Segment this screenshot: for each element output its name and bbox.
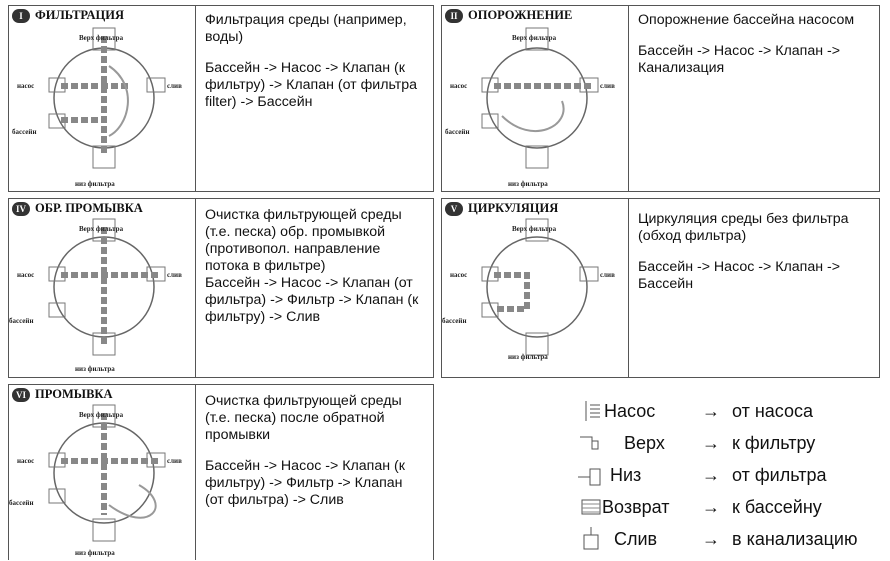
legend-name: Низ [610,465,642,485]
legend-meaning: от насоса [732,401,814,421]
arrow-icon: → [702,529,720,549]
legend-name: Возврат [602,497,670,517]
drain-label: слив [600,271,615,279]
return-pipe-icon [581,499,601,515]
legend-name: Верх [624,433,665,453]
bottom-pipe-icon [578,468,601,486]
flow-path-text: Бассейн -> Насос -> Клапан (к фильтру) -… [205,458,405,508]
mode-title: ПРОМЫВКА [35,387,113,401]
mode-number-badge: II [445,8,463,23]
panel-header: II ОПОРОЖНЕНИЕ [445,8,572,23]
pump-label: насос [17,82,34,90]
legend-row-top: Верх → к фильтру [572,429,887,457]
legend-meaning: в канализацию [732,529,858,549]
top-filter-label: Верх фильтра [79,225,124,233]
pump-label: насос [450,82,467,90]
top-filter-label: Верх фильтра [79,34,124,42]
legend-row-drain: Слив → в канализацию [572,525,887,553]
pool-label: бассейн [445,128,469,136]
mode-title: ОПОРОЖНЕНИЕ [468,8,573,22]
mode-title: ФИЛЬТРАЦИЯ [35,8,124,22]
description-text: Фильтрация среды (например, воды) [205,12,407,45]
mode-description: Опорожнение бассейна насосом Бассейн -> … [629,6,879,191]
valve-diagram: Верх фильтра насос бассейн слив низ филь… [9,6,196,191]
description-text: Очистка фильтрующей среды (т.е. песка) о… [205,207,419,325]
valve-diagram: Верх фильтра насос бассейн слив низ филь… [9,199,196,377]
top-pipe-icon [580,436,599,450]
bottom-filter-label: низ фильтра [75,549,115,557]
legend-meaning: к фильтру [732,433,816,453]
flow-path-text: Бассейн -> Насос -> Клапан (к фильтру) -… [205,60,418,110]
description-text: Очистка фильтрующей среды (т.е. песка) п… [205,393,402,443]
top-filter-label: Верх фильтра [512,225,557,233]
legend-meaning: от фильтра [732,465,827,485]
mode-title: ЦИРКУЛЯЦИЯ [468,201,559,215]
flow-path-text: Бассейн -> Насос -> Клапан -> Бассейн [638,259,840,292]
bottom-filter-label: низ фильтра [75,365,115,373]
mode-number-badge: I [12,8,30,23]
legend-row-bottom: Низ → от фильтра [572,461,887,489]
pump-label: насос [450,271,467,279]
drain-pipe-icon [583,527,599,550]
legend-name: Насос [604,401,656,421]
valve-diagram-svg: Верх фильтра насос бассейн слив низ филь… [9,218,182,373]
mode-description: Циркуляция среды без фильтра (обход филь… [629,199,879,377]
legend: Насос → от насоса Верх → к фильтру Низ →… [572,397,887,559]
pump-pipe-icon [585,401,600,421]
bottom-filter-label: низ фильтра [75,180,115,188]
arrow-icon: → [702,433,720,453]
arrow-icon: → [702,497,720,517]
legend-name: Слив [614,529,658,549]
valve-diagram-svg: Верх фильтра насос бассейн слив низ филь… [12,27,182,188]
panel-backwash: Верх фильтра насос бассейн слив низ филь… [8,198,434,378]
description-text: Циркуляция среды без фильтра (обход филь… [638,211,849,244]
valve-diagram-svg: Верх фильтра насос бассейн слив низ филь… [445,27,615,188]
top-filter-label: Верх фильтра [79,411,124,419]
drain-label: слив [600,82,615,90]
panel-rinse: Верх фильтра насос бассейн слив низ филь… [8,384,434,560]
panel-filtration: Верх фильтра насос бассейн слив низ филь… [8,5,434,192]
valve-diagram: Верх фильтра насос бассейн слив низ филь… [442,6,629,191]
drain-label: слив [167,82,182,90]
pool-label: бассейн [9,317,33,325]
legend-meaning: к бассейну [732,497,822,517]
pump-label: насос [17,271,34,279]
pool-label: бассейн [9,499,33,507]
mode-number-badge: IV [12,201,30,216]
panel-header: VI ПРОМЫВКА [12,387,113,402]
pump-label: насос [17,457,34,465]
panel-header: I ФИЛЬТРАЦИЯ [12,8,124,23]
panel-circulation: Верх фильтра насос бассейн слив низ филь… [441,198,880,378]
flow-path-text: Бассейн -> Насос -> Клапан -> Канализаци… [638,43,840,76]
bottom-filter-label: низ фильтра [508,180,548,188]
pool-label: бассейн [442,317,466,325]
panel-header: V ЦИРКУЛЯЦИЯ [445,201,558,216]
valve-diagram-svg: Верх фильтра насос бассейн слив низ филь… [442,218,615,361]
valve-diagram-svg: Верх фильтра насос бассейн слив низ филь… [9,404,182,557]
top-filter-label: Верх фильтра [512,34,557,42]
pool-label: бассейн [12,128,36,136]
drain-label: слив [167,457,182,465]
legend-row-return: Возврат → к бассейну [572,493,887,521]
mode-description: Очистка фильтрующей среды (т.е. песка) п… [196,385,433,560]
panel-header: IV ОБР. ПРОМЫВКА [12,201,143,216]
mode-description: Фильтрация среды (например, воды) Бассей… [196,6,433,191]
mode-description: Очистка фильтрующей среды (т.е. песка) о… [196,199,433,377]
arrow-icon: → [702,465,720,485]
legend-row-pump: Насос → от насоса [572,397,887,425]
mode-number-badge: V [445,201,463,216]
arrow-icon: → [702,401,720,421]
panel-emptying: Верх фильтра насос бассейн слив низ филь… [441,5,880,192]
mode-number-badge: VI [12,387,30,402]
mode-title: ОБР. ПРОМЫВКА [35,201,143,215]
valve-diagram: Верх фильтра насос бассейн слив низ филь… [9,385,196,560]
drain-label: слив [167,271,182,279]
valve-diagram: Верх фильтра насос бассейн слив низ филь… [442,199,629,377]
bottom-filter-label: низ фильтра [508,353,548,361]
description-text: Опорожнение бассейна насосом [638,12,855,28]
